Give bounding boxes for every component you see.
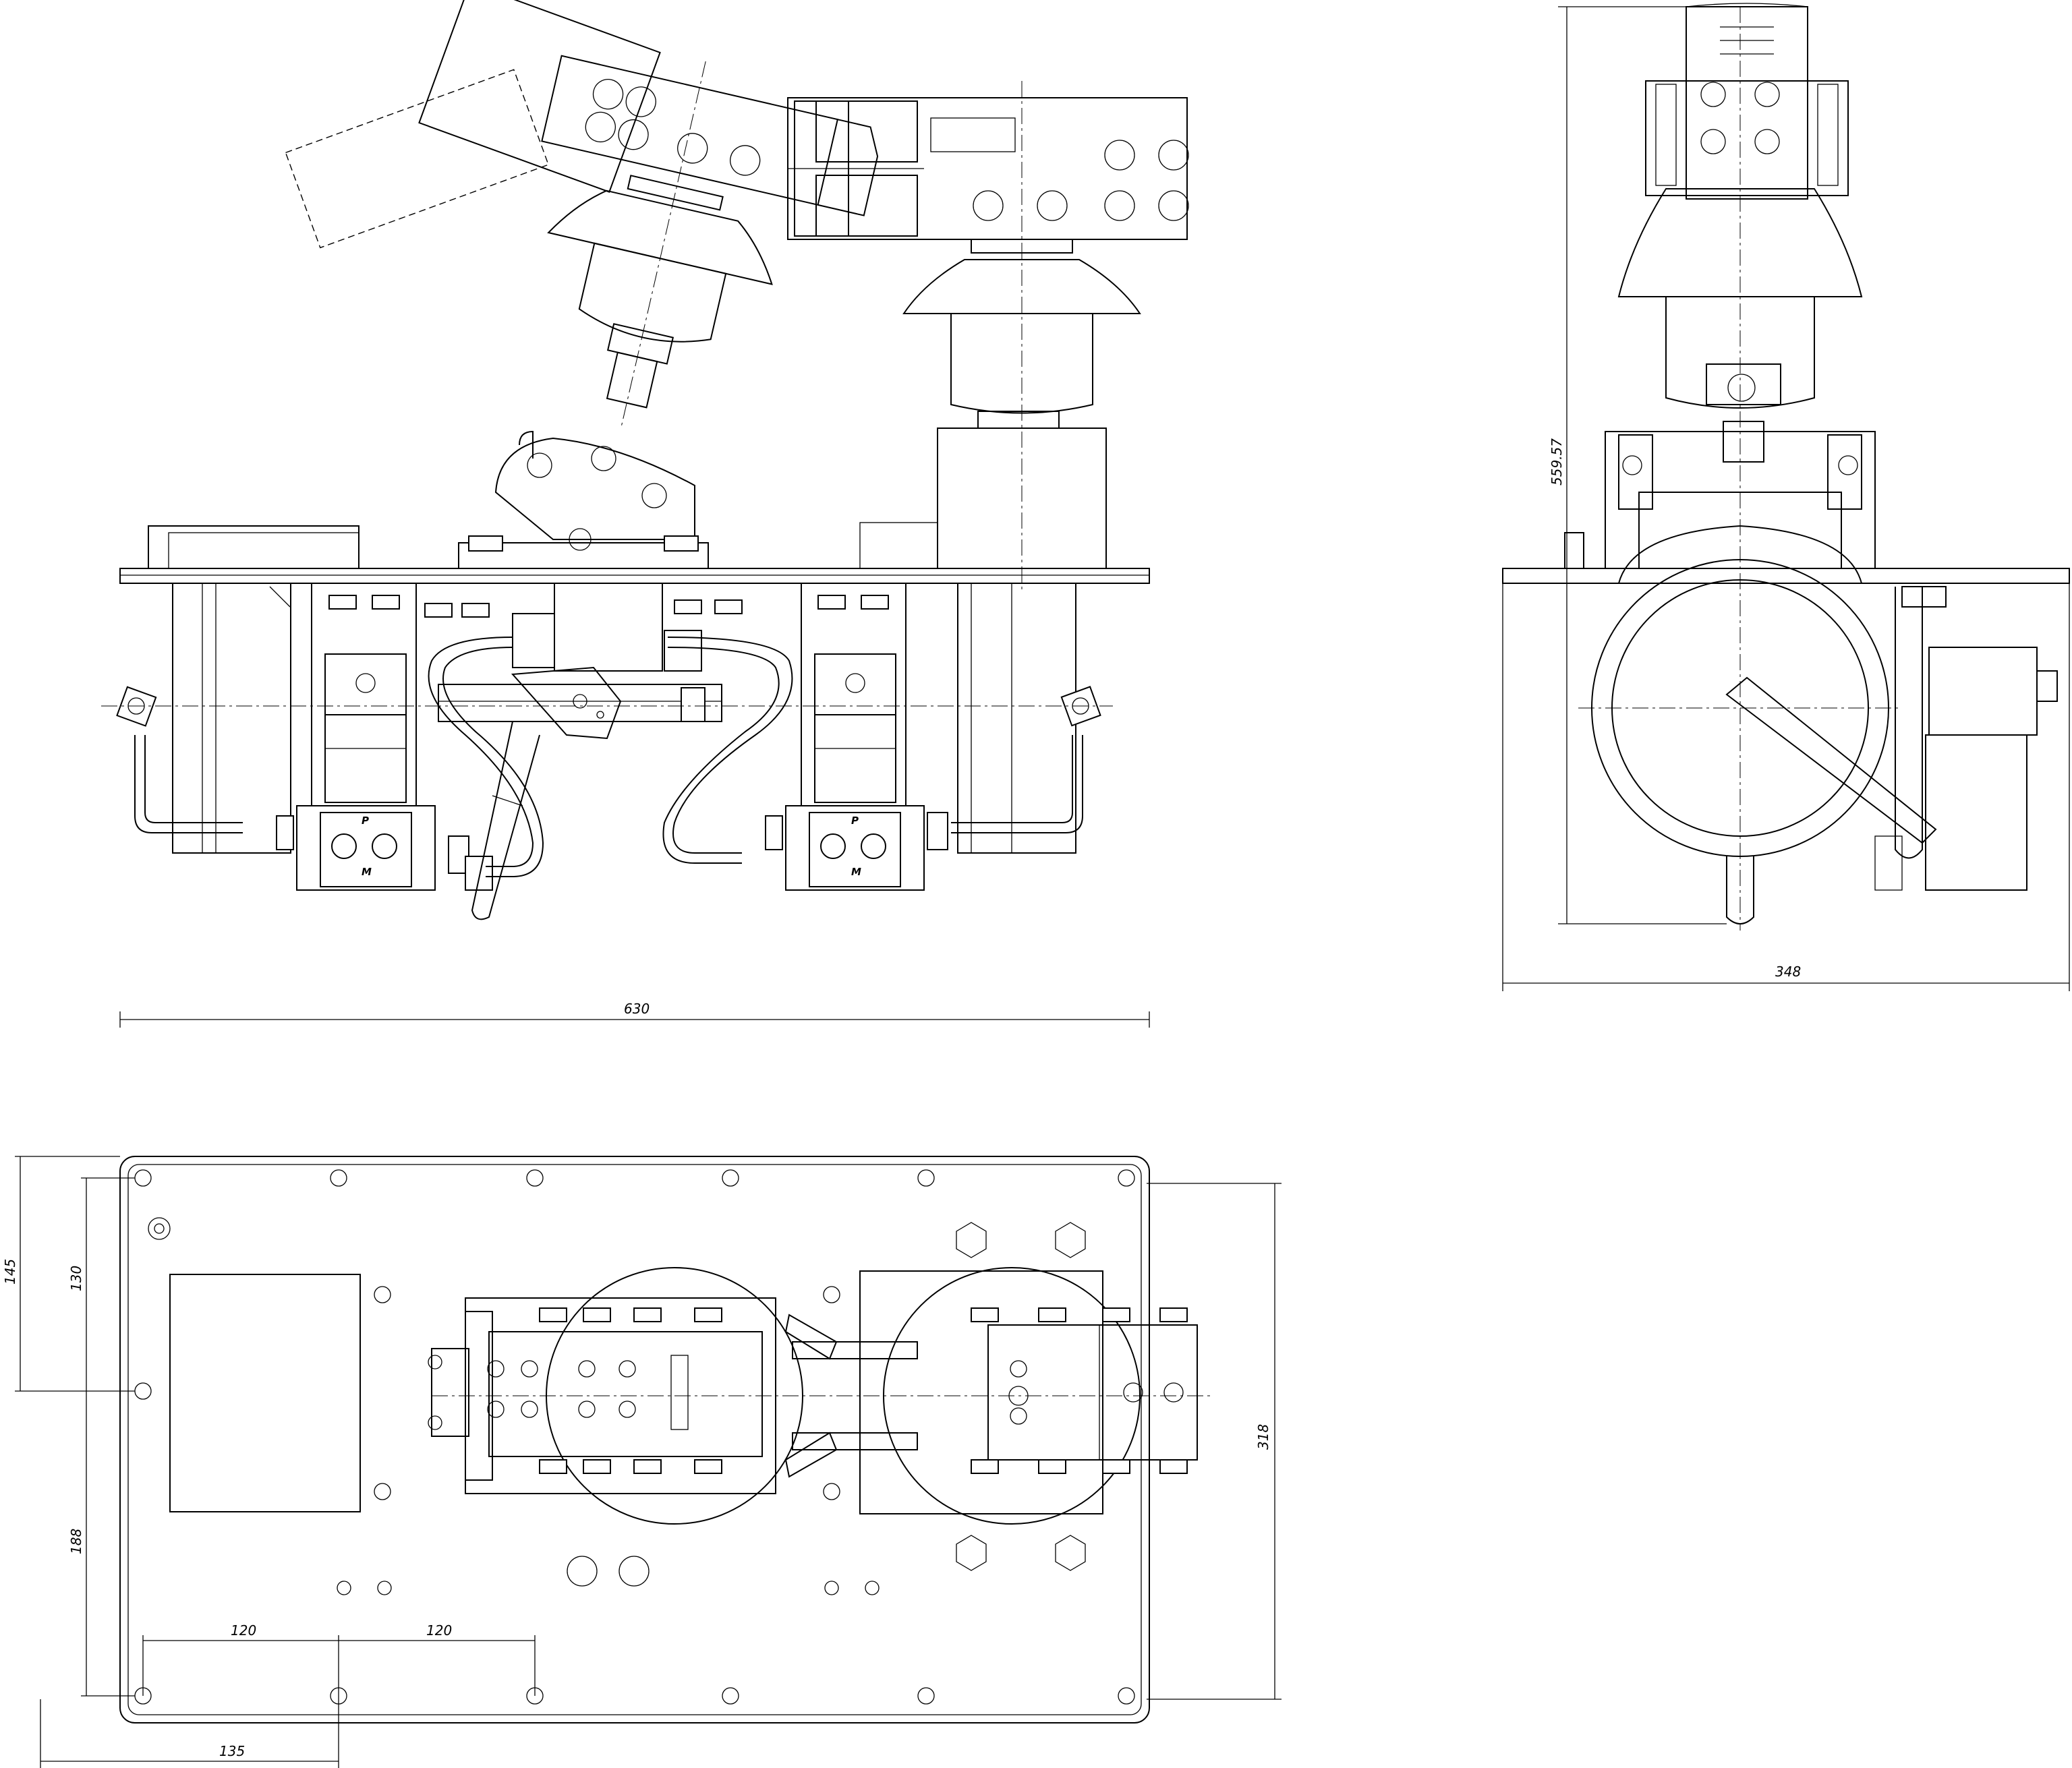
front-view: P M P M — [101, 0, 1189, 1028]
dimension-side-height: 559.57 — [1549, 6, 1727, 924]
dimension-label-145: 145 — [2, 1259, 18, 1285]
dimension-label-559: 559.57 — [1549, 438, 1565, 485]
side-view: 559.57 348 — [1502, 3, 2070, 991]
dimension-label-188: 188 — [68, 1529, 84, 1554]
dimension-front-width: 630 — [119, 1001, 1150, 1028]
dimension-label-348: 348 — [1775, 964, 1801, 980]
plan-view: 318 145 130 188 120 120 135 — [2, 1156, 1282, 1768]
dimension-label-135: 135 — [219, 1743, 245, 1759]
dimension-label-318: 318 — [1255, 1424, 1271, 1450]
dimension-side-width: 348 — [1502, 583, 2070, 991]
dimension-label-630: 630 — [624, 1001, 650, 1017]
port-m-left: M — [362, 866, 372, 878]
dimensions-plan: 318 145 130 188 120 120 135 — [2, 1156, 1282, 1768]
dimension-label-130: 130 — [68, 1266, 84, 1291]
port-p-right: P — [851, 815, 859, 827]
dimension-label-120-b: 120 — [426, 1622, 452, 1639]
port-m-right: M — [851, 866, 861, 878]
port-p-left: P — [362, 815, 369, 827]
dimension-label-120-a: 120 — [231, 1622, 256, 1639]
